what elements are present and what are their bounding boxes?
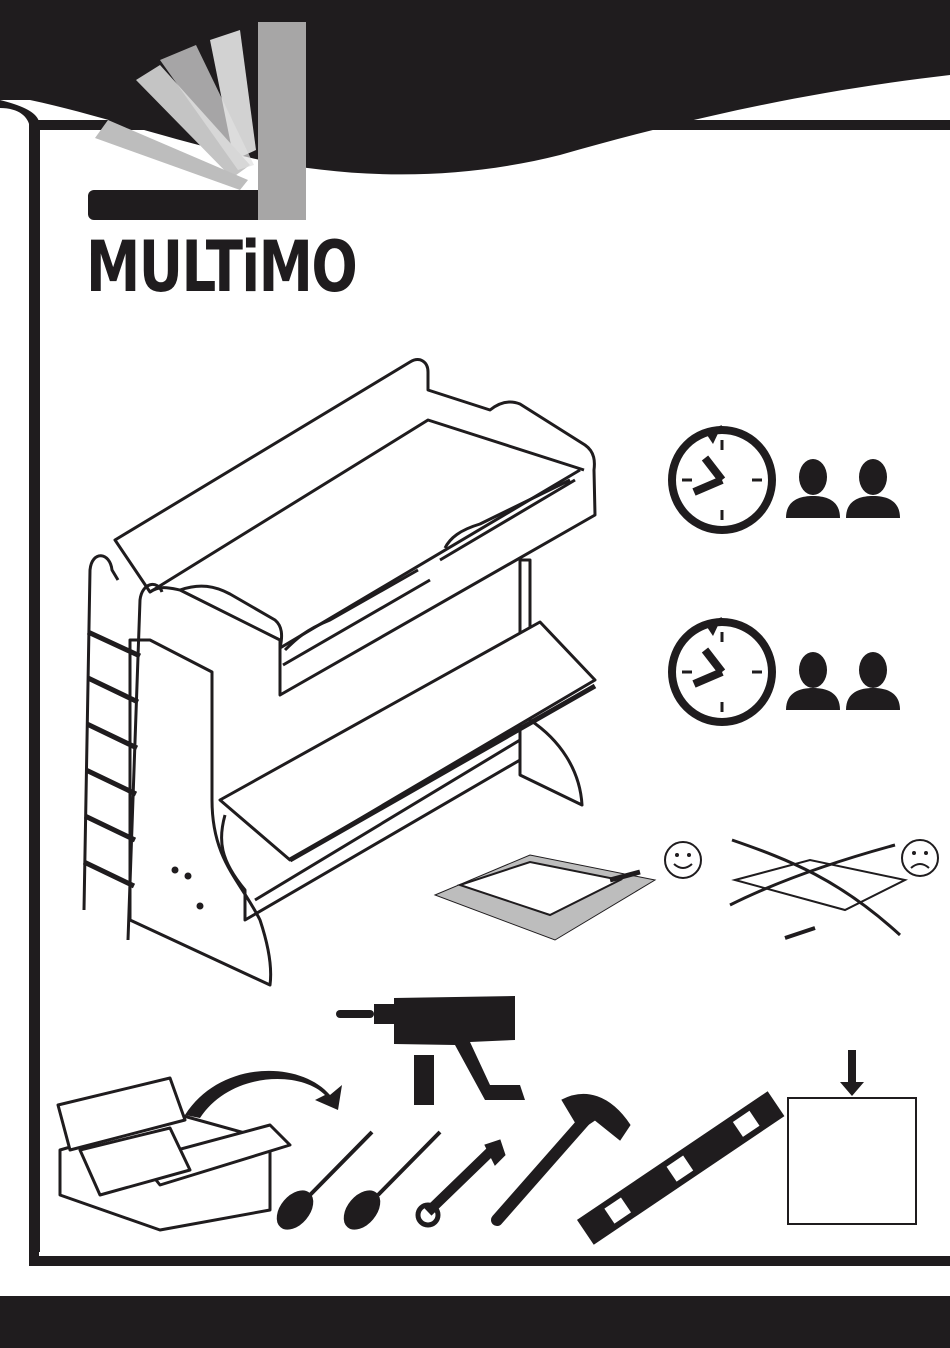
clock-icon (672, 425, 772, 530)
person-pair-icon (786, 459, 900, 518)
clock-icon (672, 617, 772, 722)
person-pair-icon (786, 652, 900, 710)
package-box (788, 1098, 916, 1224)
arrow-down-icon (840, 1050, 864, 1096)
no-carpet-icon (730, 840, 905, 938)
wrench-icon (418, 1140, 505, 1225)
sad-face-icon (902, 840, 938, 876)
drill-icon (336, 996, 525, 1105)
brand-name: MULTiMO (86, 222, 273, 312)
arrow-icon (185, 1071, 342, 1118)
happy-face-icon (665, 842, 701, 878)
carpet-icon (435, 855, 655, 940)
footer-bar (0, 1296, 950, 1348)
toolbox-icon (58, 1078, 290, 1230)
screwdriver-icon (337, 1132, 440, 1236)
